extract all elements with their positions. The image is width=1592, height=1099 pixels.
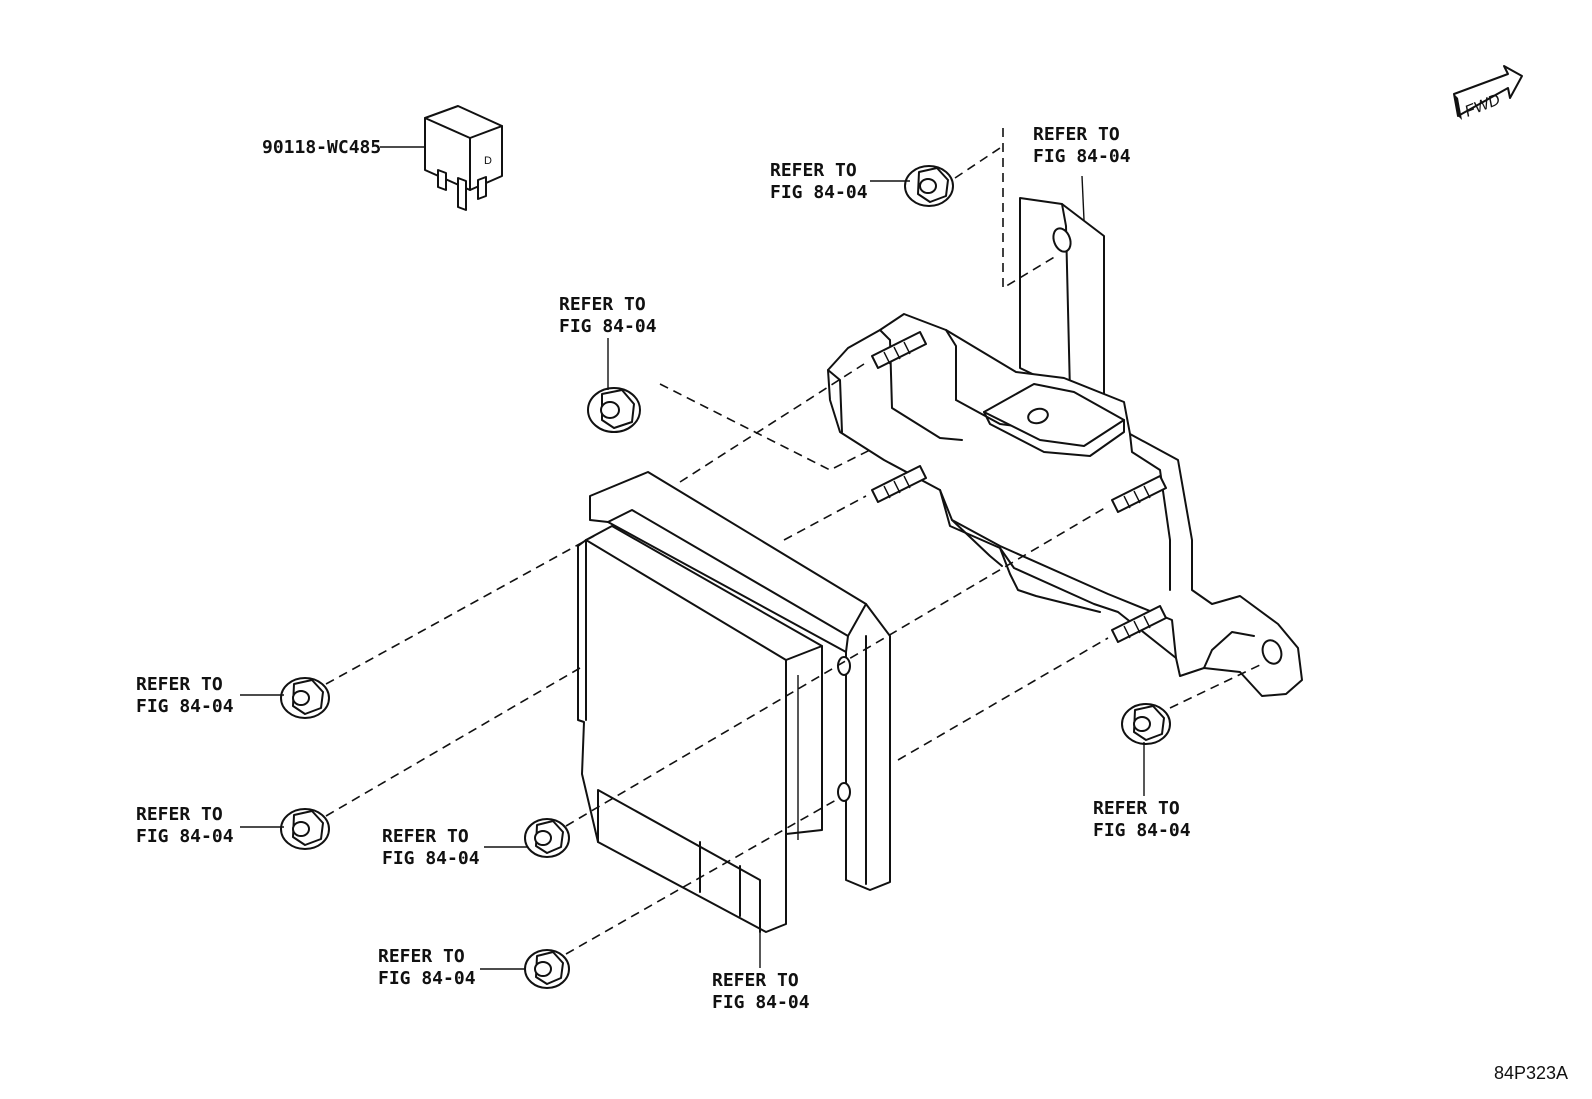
svg-text:FIG 84-04: FIG 84-04 <box>770 182 868 203</box>
relay: D <box>424 105 503 211</box>
svg-text:FIG 84-04: FIG 84-04 <box>382 848 480 869</box>
flange-nut <box>524 818 570 858</box>
svg-text:FIG 84-04: FIG 84-04 <box>559 316 657 337</box>
svg-text:FIG 84-04: FIG 84-04 <box>1093 820 1191 841</box>
svg-text:D: D <box>484 155 492 167</box>
mounting-bracket <box>827 197 1303 697</box>
reference-label: REFER TO FIG 84-04 <box>770 160 868 203</box>
relay-part-number: 90118-WC485 <box>262 137 381 158</box>
reference-label: REFER TO FIG 84-04 <box>378 946 476 989</box>
assembly-lines <box>325 128 1263 955</box>
flange-nut <box>904 165 954 207</box>
svg-text:REFER TO: REFER TO <box>712 970 799 991</box>
svg-text:REFER TO: REFER TO <box>1093 798 1180 819</box>
stud <box>871 465 927 503</box>
stud <box>871 331 927 369</box>
flange-nut <box>587 387 641 433</box>
flange-nut <box>280 677 330 719</box>
reference-label: REFER TO FIG 84-04 <box>1093 798 1191 841</box>
svg-text:REFER TO: REFER TO <box>136 674 223 695</box>
reference-label: REFER TO FIG 84-04 <box>712 970 810 1013</box>
svg-text:FIG 84-04: FIG 84-04 <box>378 968 476 989</box>
leader-lines <box>240 175 1145 970</box>
svg-text:REFER TO: REFER TO <box>136 804 223 825</box>
stud <box>1111 475 1167 513</box>
reference-label: REFER TO FIG 84-04 <box>136 674 234 717</box>
svg-text:REFER TO: REFER TO <box>559 294 646 315</box>
reference-label: REFER TO FIG 84-04 <box>136 804 234 847</box>
svg-text:REFER TO: REFER TO <box>1033 124 1120 145</box>
reference-label: REFER TO FIG 84-04 <box>382 826 480 869</box>
fwd-arrow-icon: FWD <box>1453 65 1523 121</box>
flange-nut <box>1121 703 1171 745</box>
reference-label: REFER TO FIG 84-04 <box>1033 124 1131 167</box>
control-module <box>577 471 891 933</box>
svg-text:FIG 84-04: FIG 84-04 <box>712 992 810 1013</box>
reference-label: REFER TO FIG 84-04 <box>559 294 657 337</box>
svg-text:REFER TO: REFER TO <box>770 160 857 181</box>
svg-text:FIG 84-04: FIG 84-04 <box>136 826 234 847</box>
svg-text:FIG 84-04: FIG 84-04 <box>136 696 234 717</box>
svg-text:REFER TO: REFER TO <box>382 826 469 847</box>
svg-text:REFER TO: REFER TO <box>378 946 465 967</box>
flange-nut <box>524 949 570 989</box>
svg-text:FIG 84-04: FIG 84-04 <box>1033 146 1131 167</box>
drawing-id: 84P323A <box>1494 1063 1568 1083</box>
stud <box>1111 605 1167 643</box>
flange-nut <box>280 808 330 850</box>
